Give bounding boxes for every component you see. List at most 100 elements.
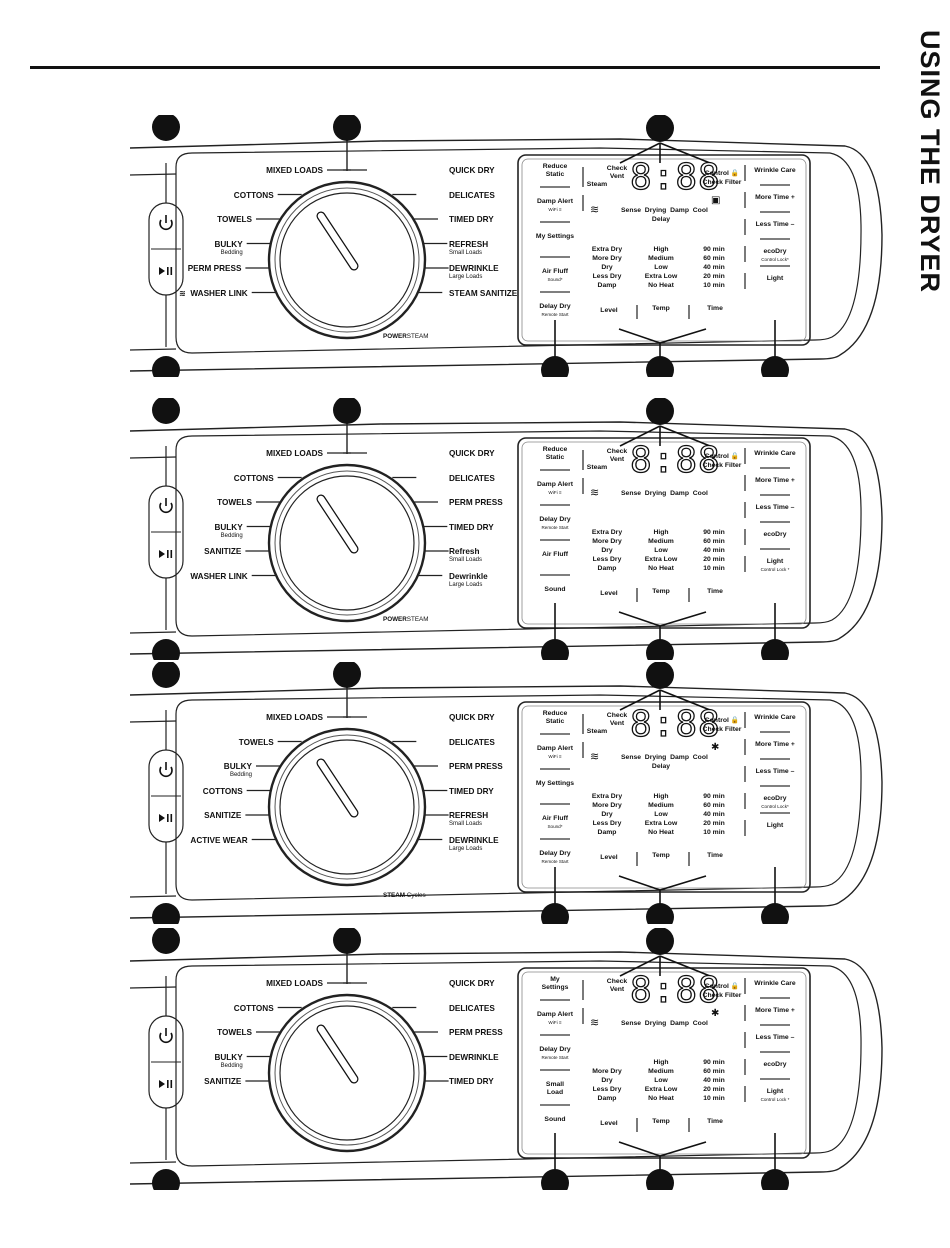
option-button-right-5[interactable]: Light xyxy=(766,275,784,282)
option-button-right-3[interactable]: Less Time – xyxy=(755,768,795,775)
cycle-label-left-2[interactable]: COTTONS xyxy=(233,473,274,483)
cycle-label-left-2[interactable]: TOWELS xyxy=(238,737,274,747)
option-button-4[interactable]: Air Fluff xyxy=(541,551,569,558)
level-button[interactable]: Level xyxy=(600,590,618,597)
level-button[interactable]: Level xyxy=(600,307,618,314)
option-button-right-2[interactable]: More Time + xyxy=(755,1007,795,1014)
cycle-label-left-5[interactable]: SANITIZE xyxy=(204,1077,242,1086)
cycle-label-left-5[interactable]: PERM PRESS xyxy=(187,264,242,273)
level-button[interactable]: Level xyxy=(600,854,618,861)
cycle-label-right-2[interactable]: DELICATES xyxy=(449,190,495,200)
time-button[interactable]: Time xyxy=(707,1118,723,1125)
level-button[interactable]: Level xyxy=(600,1120,618,1127)
cycle-label-left-1[interactable]: MIXED LOADS xyxy=(266,449,323,458)
option-button-3[interactable]: My Settings xyxy=(535,780,575,787)
option-button-3[interactable]: My Settings xyxy=(535,233,575,240)
option-button-4[interactable]: Small Load xyxy=(545,1081,565,1096)
time-button[interactable]: Time xyxy=(707,305,723,312)
cycle-label-right-2[interactable]: DELICATES xyxy=(449,737,495,747)
option-button-5[interactable]: Sound xyxy=(544,1116,566,1123)
cycle-label-left-3[interactable]: TOWELS xyxy=(217,1028,252,1037)
cycle-label-left-6[interactable]: ≋ WASHER LINK xyxy=(178,288,248,298)
cycle-label-left-2[interactable]: COTTONS xyxy=(233,1003,274,1013)
cycle-label-right-1[interactable]: QUICK DRY xyxy=(449,449,495,458)
cycle-label-left-2[interactable]: COTTONS xyxy=(233,190,274,200)
time-button[interactable]: Time xyxy=(707,852,723,859)
temp-button[interactable]: Temp xyxy=(652,852,670,859)
option-button-right-1[interactable]: Wrinkle Care xyxy=(754,167,796,174)
cycle-label-right-5[interactable]: TIMED DRY xyxy=(449,1077,494,1086)
option-button-right-2[interactable]: More Time + xyxy=(755,477,795,484)
cycle-label-right-4[interactable]: TIMED DRY xyxy=(449,522,494,532)
temp-button[interactable]: Temp xyxy=(652,588,670,595)
cycle-label-left-1[interactable]: MIXED LOADS xyxy=(266,166,323,175)
option-button-right-3[interactable]: Less Time – xyxy=(755,221,795,228)
cycle-label-right-6[interactable]: STEAM SANITIZE xyxy=(449,288,518,298)
option-button-right-5[interactable]: Light xyxy=(766,822,784,829)
option-button-right-1[interactable]: Wrinkle Care xyxy=(754,450,796,457)
option-button-right-1[interactable]: Wrinkle Care xyxy=(754,980,796,987)
check-filter-indicator: Check Filter xyxy=(702,179,742,186)
option-button-right-3[interactable]: Less Time – xyxy=(755,1034,795,1041)
cycle-label-left-3[interactable]: TOWELS xyxy=(217,498,252,507)
cycle-label-left-5[interactable]: SANITIZE xyxy=(204,811,242,820)
temp-button[interactable]: Temp xyxy=(652,305,670,312)
cycle-label-right-4[interactable]: DEWRINKLE xyxy=(449,1052,499,1062)
cycle-label-left-6[interactable]: ACTIVE WEAR xyxy=(190,835,248,845)
option-button-right-3[interactable]: Less Time – xyxy=(755,504,795,511)
option-button-right-2[interactable]: More Time + xyxy=(755,194,795,201)
cycle-label-right-1[interactable]: QUICK DRY xyxy=(449,979,495,988)
cycle-label-right-3[interactable]: PERM PRESS xyxy=(449,762,503,771)
option-button-1[interactable]: Reduce Static xyxy=(542,163,568,178)
cycle-label-right-3[interactable]: PERM PRESS xyxy=(449,498,503,507)
cycle-label-left-5[interactable]: SANITIZE xyxy=(204,547,242,556)
option-button-1[interactable]: Reduce Static xyxy=(542,446,568,461)
cycle-label-left-3[interactable]: TOWELS xyxy=(217,215,252,224)
option-button-right-4[interactable]: ecoDry xyxy=(763,531,787,538)
cycle-label-right-2[interactable]: DELICATES xyxy=(449,1003,495,1013)
cycle-label-right-4[interactable]: TIMED DRY xyxy=(449,786,494,796)
option-button-right-4[interactable]: ecoDry xyxy=(763,1061,787,1068)
cycle-label-left-1[interactable]: MIXED LOADS xyxy=(266,979,323,988)
cycle-label-left-1[interactable]: MIXED LOADS xyxy=(266,713,323,722)
cycle-label-right-3[interactable]: TIMED DRY xyxy=(449,215,494,224)
option-button-1[interactable]: My Settings xyxy=(541,976,569,991)
cycle-label-right-1[interactable]: QUICK DRY xyxy=(449,713,495,722)
cycle-label-right-2[interactable]: DELICATES xyxy=(449,473,495,483)
cycle-label-left-4[interactable]: COTTONS xyxy=(202,786,243,796)
option-button-5[interactable]: Sound xyxy=(544,586,566,593)
temp-button[interactable]: Temp xyxy=(652,1118,670,1125)
cycle-label-right-3[interactable]: PERM PRESS xyxy=(449,1028,503,1037)
time-button[interactable]: Time xyxy=(707,588,723,595)
cycle-label-left-6[interactable]: WASHER LINK xyxy=(190,571,248,581)
option-button-right-2[interactable]: More Time + xyxy=(755,741,795,748)
option-button-1[interactable]: Reduce Static xyxy=(542,710,568,725)
option-button-right-1[interactable]: Wrinkle Care xyxy=(754,714,796,721)
cycle-label-right-1[interactable]: QUICK DRY xyxy=(449,166,495,175)
